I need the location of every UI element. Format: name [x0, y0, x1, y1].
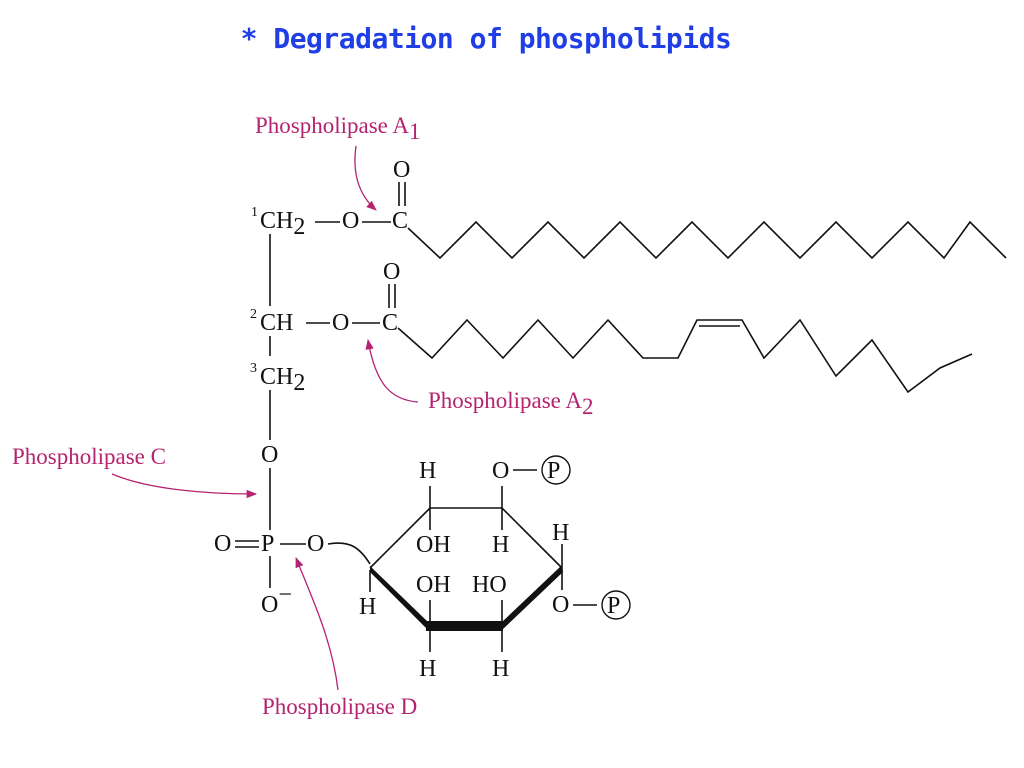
phospholipase-a2-label: Phospholipase A2 [428, 388, 593, 419]
phospholipase-a1: Phospholipase A1 [255, 113, 420, 211]
phosphate-anion-oxygen: O− [261, 582, 292, 618]
phosphate-double-oxygen: O [214, 531, 231, 557]
phosphate-bridge-oxygen: O [307, 531, 324, 557]
inositol-ring: H OH O P H H O P H OH H HO H [359, 455, 631, 682]
ring-oxygen-right: O [552, 592, 569, 618]
phospholipase-a2-arrow [365, 338, 419, 403]
fatty-acid-chain-2 [397, 318, 973, 394]
ester-oxygen-2: O [332, 310, 349, 336]
ring-h-left: H [359, 594, 376, 620]
phospholipase-d: Phospholipase D [262, 557, 417, 719]
ch-group-2: CH [260, 310, 293, 336]
carbonyl-carbon-1: C [392, 208, 408, 234]
phospholipase-a1-arrow [354, 145, 377, 211]
bond-o-inositol [327, 542, 371, 565]
ester-oxygen-1: O [342, 208, 359, 234]
ring-h-bottom-left: H [419, 656, 436, 682]
carbonyl-oxygen-1: O [393, 157, 410, 183]
carbon-number-3: 3 [250, 361, 257, 376]
phospholipase-c: Phospholipase C [12, 444, 258, 499]
ring-h-top-left: H [419, 458, 436, 484]
carbonyl-oxygen-2: O [383, 259, 400, 285]
ring-oh-top-left: OH [416, 532, 451, 558]
phosphate-circle-right [601, 590, 631, 620]
carbonyl-carbon-2: C [382, 310, 398, 336]
slide-title: * Degradation of phospholipids [240, 22, 732, 55]
phospholipase-d-arrow [295, 557, 339, 691]
phosphoester-oxygen: O [261, 442, 278, 468]
phospholipase-a1-label: Phospholipase A1 [255, 113, 420, 144]
ring-ho-bottom-right: HO [472, 572, 507, 598]
phospholipase-c-arrow [111, 473, 258, 499]
ch2-group-3: CH2 [260, 364, 305, 396]
glycerol-backbone: 1 CH2 O C O 2 CH O C O 3 CH2 O [250, 157, 410, 530]
ring-wedge-left [370, 566, 428, 630]
phosphate-group: O P O O− [214, 531, 371, 618]
ring-h-top-right: H [492, 532, 509, 558]
phospholipase-a2: Phospholipase A2 [365, 338, 593, 419]
phospholipase-c-label: Phospholipase C [12, 444, 166, 469]
fatty-acid-chain-1 [407, 220, 1007, 260]
ring-h-bottom-right: H [492, 656, 509, 682]
phosphate-label-right: P [607, 593, 620, 619]
ch2-group-1: CH2 [260, 208, 305, 240]
ring-h-right: H [552, 520, 569, 546]
ring-oh-bottom-left: OH [416, 572, 451, 598]
phosphate-label-top: P [547, 458, 560, 484]
ring-oxygen-top-right: O [492, 458, 509, 484]
phospholipase-d-label: Phospholipase D [262, 694, 417, 719]
carbon-number-1: 1 [251, 205, 258, 220]
ring-wedge-bottom [426, 621, 503, 631]
phosphate-circle-top [541, 455, 571, 485]
ring-wedge-right [502, 566, 563, 630]
carbon-number-2: 2 [250, 307, 257, 322]
phosphorus-atom: P [261, 531, 274, 557]
